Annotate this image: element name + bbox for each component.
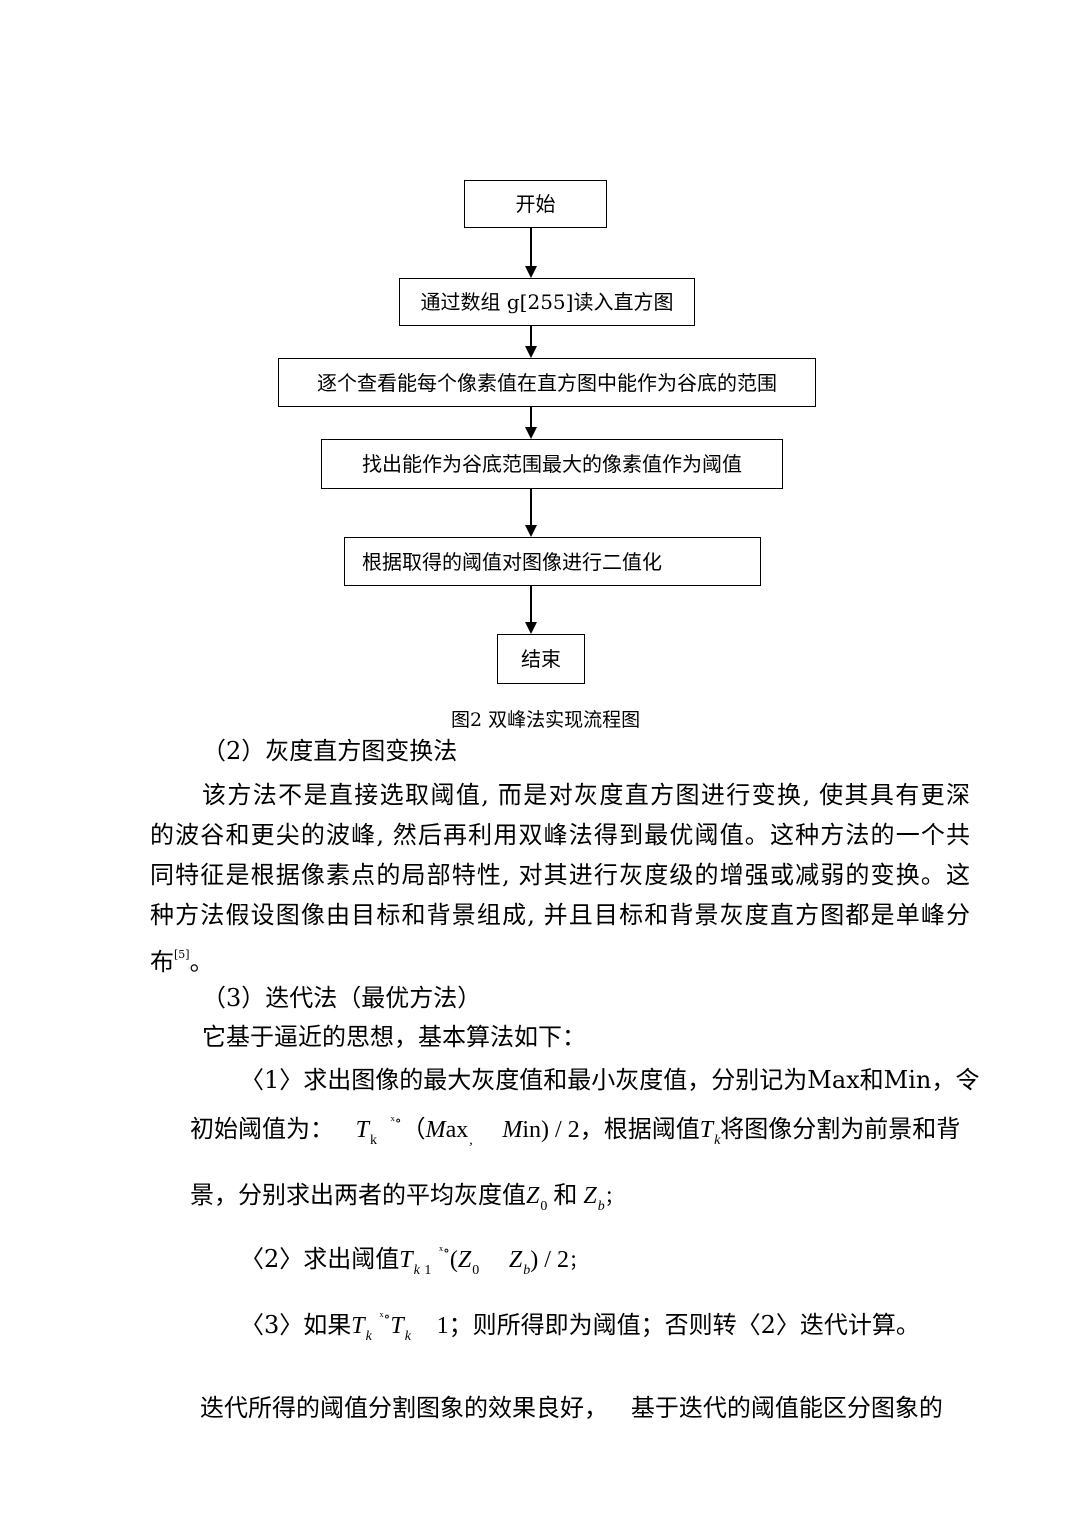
section2-last-period: 。 [189,948,214,976]
flow-arrowhead-1 [525,266,537,278]
final-line: 迭代所得的阈值分割图象的效果良好， 基于迭代的阈值能区分图象的 [200,1394,943,1422]
flow-start-label: 开始 [515,192,556,216]
step1-line3-prefix: 景，分别求出两者的平均灰度值 [190,1181,526,1209]
formula-min-rest: in [522,1117,542,1143]
formula-tail2: 将图像分割为前景和背 [720,1115,961,1143]
step2-glyph: ˣ∘ [439,1244,450,1259]
section3-intro: 它基于逼近的思想，基本算法如下： [202,1023,586,1051]
section3-heading: （3）迭代法（最优方法） [202,984,482,1012]
step2-open: ( [449,1247,458,1273]
formula-max-M: M [425,1117,446,1143]
section2-last-text: 布 [150,948,174,976]
and-text: 和 [553,1181,578,1209]
step2-T: T [399,1247,413,1273]
step3-T: T [351,1313,365,1339]
flow-read-box: 通过数组 g[255]读入直方图 [399,278,695,326]
flow-check-label: 逐个查看能每个像素值在直方图中能作为谷底的范围 [317,370,777,395]
zb-sub: b [597,1199,605,1214]
step2-close: ) [530,1247,539,1273]
flow-arrowhead-5 [525,622,537,634]
reference-citation: [5] [174,948,190,961]
flow-arrow-3 [530,407,532,427]
formula-open: （ [401,1115,426,1143]
zb-symbol: Z [583,1183,597,1209]
step3-T2: T [390,1313,404,1339]
z0-sub: 0 [540,1199,548,1214]
step2-Z: Z [457,1247,472,1273]
formula-T-sub: k [370,1133,377,1148]
formula-T2-sub: k [714,1133,721,1148]
section2-line-4: 种方法假设图像由目标和背景组成, 并且目标和背景灰度直方图都是单峰分 [150,901,970,929]
flow-binarize-box: 根据取得的阈值对图像进行二值化 [344,537,761,586]
formula-glyph: ˣ∘ [390,1114,402,1129]
step1-line-1: 〈1〉求出图像的最大灰度值和最小灰度值，分别记为Max和Min，令 [240,1066,980,1094]
section2-line-1: 该方法不是直接选取阈值, 而是对灰度直方图进行变换, 使其具有更深 [202,781,970,809]
step3-T-sub: k [365,1329,372,1344]
formula-T2: T [699,1117,714,1143]
step3-one: 1 [436,1313,449,1339]
section2-heading: （2）灰度直方图变换法 [202,737,458,765]
flow-arrow-2 [530,326,532,346]
step3-glyph: ˣ∘ [379,1310,391,1325]
step2-line: 〈2〉求出阈值Tk 1 ˣ∘(Z0 Zb) / 2； [240,1244,587,1279]
flow-arrow-1 [530,228,532,268]
flow-end-box: 结束 [497,634,585,684]
flow-arrowhead-4 [525,525,537,537]
formula-tail: ，根据阈值 [579,1115,700,1143]
step1-line-2: 初始阈值为： Tk ˣ∘（Max, Min) / 2，根据阈值Tk将图像分割为前… [190,1114,960,1149]
formula-close: ) [541,1117,550,1143]
formula-comma: , [469,1133,473,1148]
flow-end-label: 结束 [521,647,561,671]
flow-read-label: 通过数组 g[255]读入直方图 [420,290,674,314]
flow-arrow-5 [530,586,532,624]
flow-check-box: 逐个查看能每个像素值在直方图中能作为谷底的范围 [278,358,816,407]
step3-T2-sub: k [404,1329,411,1344]
flow-binarize-label: 根据取得的阈值对图像进行二值化 [362,549,662,574]
semicolon: ； [604,1187,623,1208]
step2-Z-sub0: 0 [472,1263,480,1278]
figure-caption: 图2 双峰法实现流程图 [451,709,641,731]
formula-max-rest: ax [445,1117,469,1143]
section2-line-3: 同特征是根据像素点的局部特性, 对其进行灰度级的增强或减弱的变换。这 [150,861,970,889]
formula-min-M: M [502,1117,523,1143]
section2-line-2: 的波谷和更尖的波峰, 然后再利用双峰法得到最优阈值。这种方法的一个共 [150,821,970,849]
flow-start-box: 开始 [464,180,607,228]
flow-find-box: 找出能作为谷底范围最大的像素值作为阈值 [321,439,783,489]
step3-rest: ；则所得即为阈值；否则转〈2〉迭代计算。 [448,1311,920,1339]
formula-T: T [355,1117,369,1143]
step2-Z-subb: b [523,1263,531,1278]
step2-prefix: 〈2〉求出阈值 [240,1245,400,1273]
flow-arrowhead-2 [525,346,537,358]
step2-T-sub: k [413,1263,420,1278]
flow-find-label: 找出能作为谷底范围最大的像素值作为阈值 [362,452,742,476]
step3-line: 〈3〉如果Tk ˣ∘Tk 1；则所得即为阈值；否则转〈2〉迭代计算。 [240,1310,920,1345]
flow-arrow-4 [530,489,532,527]
formula-div: / 2 [549,1117,580,1143]
step2-end: ； [568,1251,587,1272]
step2-div: / 2 [538,1247,569,1273]
flow-arrowhead-3 [525,427,537,439]
step1-line2-prefix: 初始阈值为： [190,1115,334,1143]
step2-Z2: Z [508,1247,523,1273]
step2-T-sub-one: 1 [420,1263,432,1278]
z0-symbol: Z [526,1183,540,1209]
step3-prefix: 〈3〉如果 [240,1311,352,1339]
section2-line-5: 布[5]。 [150,940,214,977]
